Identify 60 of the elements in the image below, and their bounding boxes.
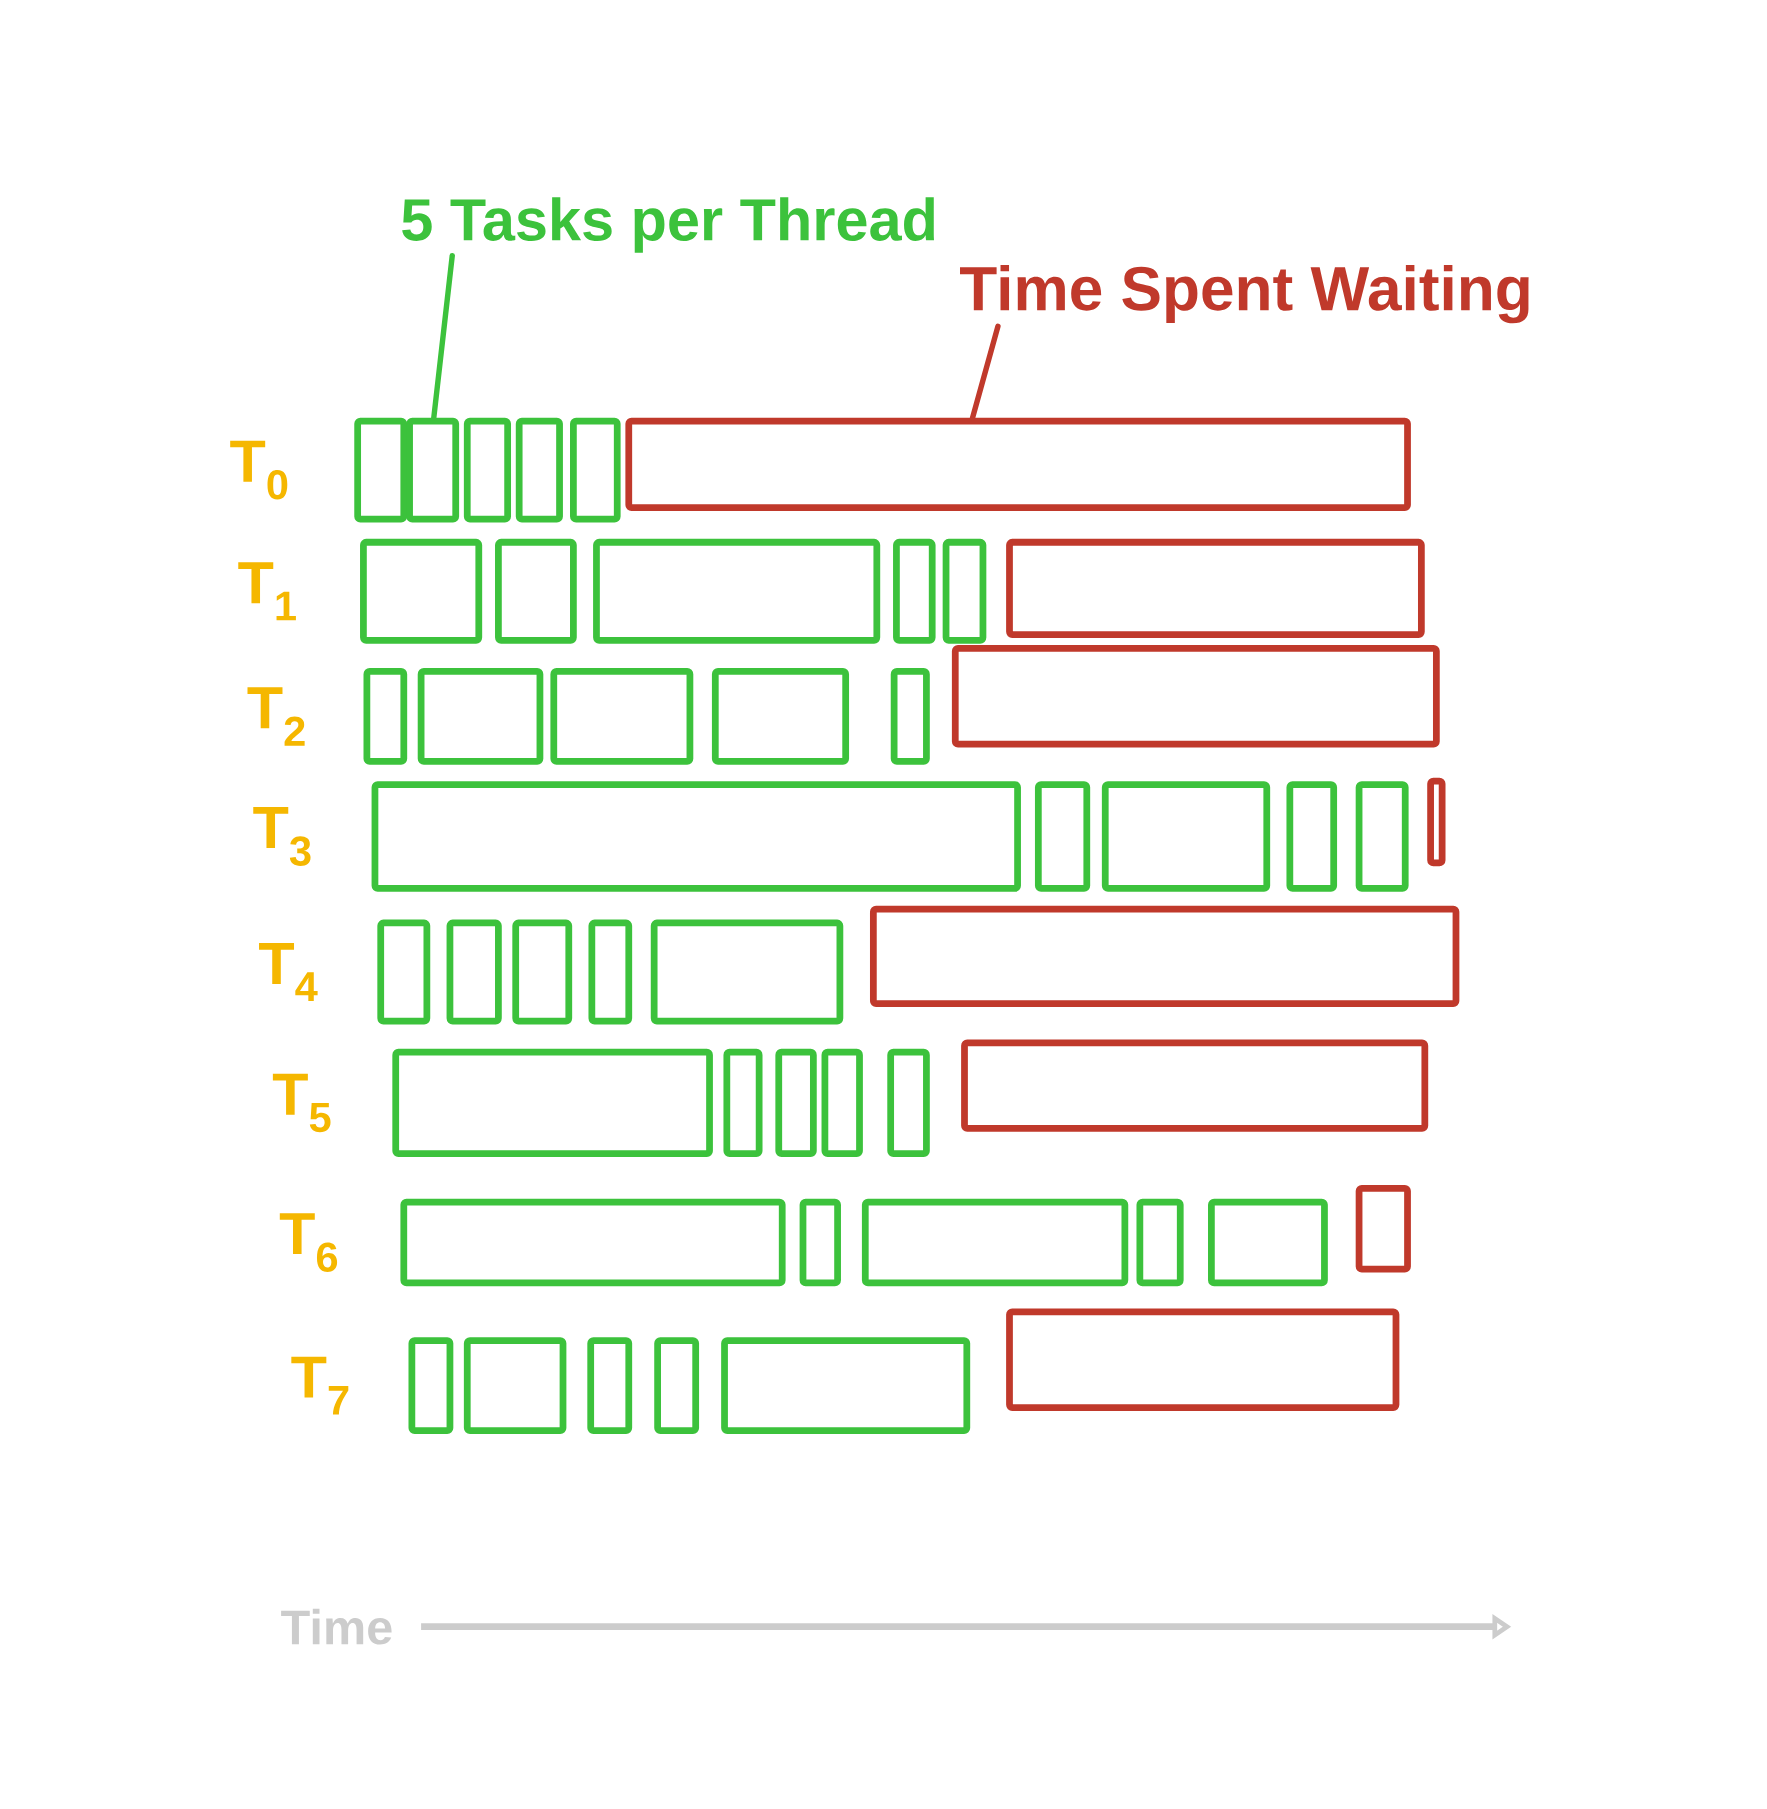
waiting-bar (1005, 538, 1425, 638)
task-bar (363, 668, 407, 765)
task-bar (569, 417, 621, 523)
thread-label: T$_{1}$ (238, 562, 296, 621)
task-bar (515, 417, 563, 523)
task-bar (400, 1198, 786, 1287)
waiting-bar (1427, 777, 1446, 867)
task-bar (494, 538, 577, 644)
task-bar (654, 1337, 699, 1434)
task-bar (861, 1198, 1129, 1287)
heading-text: Time Spent Waiting (959, 265, 1529, 324)
task-bar (1136, 1198, 1184, 1287)
thread-label: T$_{4}$ (258, 943, 318, 1001)
task-bar (354, 417, 407, 523)
task-bar (821, 1048, 863, 1158)
task-bar (592, 538, 880, 644)
task-bar (587, 1337, 632, 1434)
task-bar (942, 538, 987, 644)
task-bar (1355, 781, 1409, 892)
task-bar (887, 1048, 930, 1158)
task-bar (371, 781, 1021, 892)
task-bar (1101, 781, 1270, 892)
thread-label: T$_{7}$ (291, 1356, 349, 1415)
task-bar (711, 668, 849, 765)
thread-label: T$_{0}$ (229, 440, 288, 500)
task-bar (892, 538, 936, 644)
task-bar (720, 1337, 970, 1434)
leader-line (430, 252, 455, 421)
thread-label: T$_{5}$ (272, 1073, 331, 1133)
task-bar (417, 668, 544, 765)
task-bar (377, 919, 431, 1025)
task-bar (588, 919, 632, 1025)
waiting-bar (625, 417, 1411, 511)
waiting-bar (960, 1039, 1428, 1132)
task-bar (463, 417, 511, 523)
task-bar (512, 919, 572, 1025)
waiting-bar (951, 645, 1440, 748)
task-bar (890, 668, 930, 765)
task-bar (550, 668, 694, 765)
task-bar (405, 417, 459, 523)
task-bar (446, 919, 502, 1025)
task-bar (650, 919, 844, 1025)
task-bar (1207, 1198, 1328, 1287)
task-bar (392, 1048, 713, 1158)
task-bar (1034, 781, 1090, 892)
heading-text: 5 Tasks per Thread (401, 197, 934, 253)
task-bar (1286, 781, 1337, 892)
task-bar (408, 1337, 454, 1434)
waiting-bar (1005, 1308, 1400, 1411)
thread-label: T$_{2}$ (247, 687, 305, 746)
thread-label: T$_{6}$ (279, 1213, 337, 1272)
waiting-bar (1355, 1184, 1411, 1273)
task-bar (723, 1048, 763, 1158)
task-bar (799, 1198, 841, 1287)
task-bar (775, 1048, 817, 1158)
leader-line (969, 323, 1001, 421)
task-bar (463, 1337, 567, 1434)
task-bar (359, 538, 482, 644)
waiting-bar (869, 905, 1460, 1008)
thread-label: T$_{3}$ (253, 807, 311, 866)
